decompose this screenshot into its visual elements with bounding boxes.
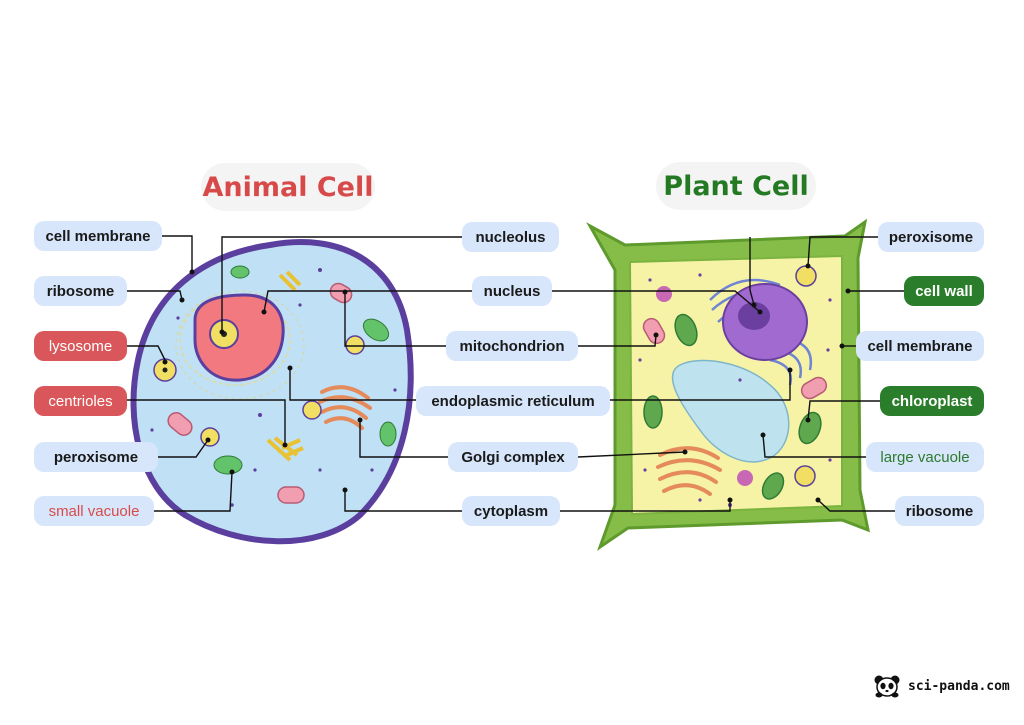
animal-small-vacuole (213, 455, 243, 475)
animal-cell-body (130, 239, 414, 545)
label-nucleolus: nucleolus (462, 222, 559, 252)
label-plant-ribosome: ribosome (895, 496, 984, 526)
label-animal-cell-membrane: cell membrane (34, 221, 162, 251)
plant-nucleolus (738, 302, 770, 330)
label-animal-centrioles: centrioles (34, 386, 127, 416)
animal-cell (130, 239, 414, 545)
label-golgi-complex: Golgi complex (448, 442, 578, 472)
leader-endpoints (162, 263, 851, 503)
plant-peroxisome (795, 265, 817, 287)
plant-chloroplast-2 (643, 395, 663, 429)
plant-pink-vesicle-2 (737, 470, 753, 486)
animal-cell-title: Animal Cell (201, 163, 375, 211)
plant-large-vacuole (671, 359, 790, 463)
animal-vacuole-2 (362, 318, 390, 342)
label-mitochondrion: mitochondrion (446, 331, 578, 361)
animal-vacuole-1 (230, 265, 250, 279)
animal-mitochondrion-3 (277, 486, 305, 504)
brand-watermark: sci-panda.com (872, 674, 1010, 698)
plant-peroxisome-2 (794, 465, 816, 487)
leader-lines (127, 235, 904, 512)
plant-chloroplast-1 (674, 313, 698, 347)
label-plant-cell-wall: cell wall (904, 276, 984, 306)
plant-cell (586, 218, 871, 551)
plant-mitochondrion-1 (642, 317, 666, 345)
panda-icon (874, 675, 900, 698)
brand-text: sci-panda.com (908, 678, 1010, 694)
label-plant-peroxisome: peroxisome (878, 222, 984, 252)
label-plant-large-vacuole: large vacuole (866, 442, 984, 472)
animal-vacuole-3 (379, 421, 397, 447)
label-endoplasmic-reticulum: endoplasmic reticulum (416, 386, 610, 416)
label-animal-lysosome: lysosome (34, 331, 127, 361)
animal-er (179, 294, 291, 386)
plant-mitochondrion-2 (800, 376, 828, 400)
plant-chloroplast-4 (761, 472, 785, 500)
label-animal-ribosome: ribosome (34, 276, 127, 306)
label-plant-cell-membrane: cell membrane (856, 331, 984, 361)
animal-peroxisome-3 (345, 335, 365, 355)
animal-mitochondrion-2 (167, 412, 193, 436)
label-animal-small-vacuole: small vacuole (34, 496, 154, 526)
plant-pink-vesicle-1 (656, 286, 672, 302)
animal-peroxisome-2 (302, 400, 322, 420)
label-plant-chloroplast: chloroplast (880, 386, 984, 416)
label-nucleus: nucleus (472, 276, 552, 306)
label-animal-peroxisome: peroxisome (34, 442, 158, 472)
animal-peroxisome (200, 427, 220, 447)
label-cytoplasm: cytoplasm (462, 496, 560, 526)
plant-cell-title: Plant Cell (656, 162, 816, 210)
animal-nucleus (193, 293, 285, 382)
animal-mitochondrion-1 (329, 282, 353, 304)
plant-chloroplast-3 (798, 411, 822, 445)
